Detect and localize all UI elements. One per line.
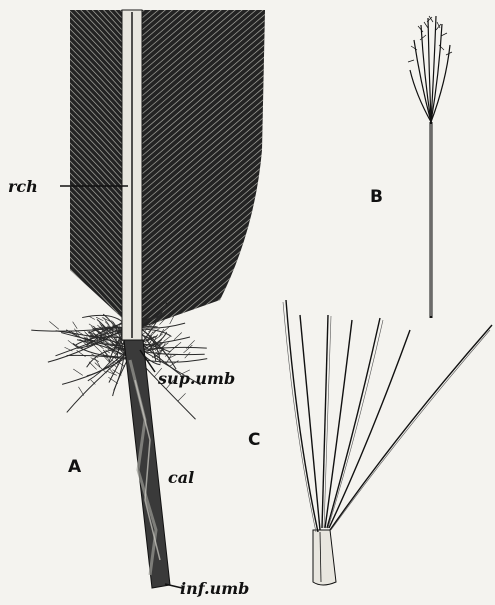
inferior-umbilicus-label: inf.umb	[180, 579, 249, 598]
feather-c: C	[248, 300, 492, 585]
afterfeather-down	[31, 303, 207, 420]
panel-c-letter: C	[248, 430, 260, 450]
calamus-label: cal	[168, 468, 194, 487]
superior-umbilicus-label: sup.umb	[157, 369, 235, 388]
contour-feather-a: rch sup.umb cal inf.umb A	[8, 0, 270, 598]
panel-b-letter: B	[370, 187, 383, 207]
panel-a-letter: A	[68, 457, 82, 477]
rachis-label: rch	[8, 177, 38, 196]
feather-b: B	[370, 16, 452, 318]
